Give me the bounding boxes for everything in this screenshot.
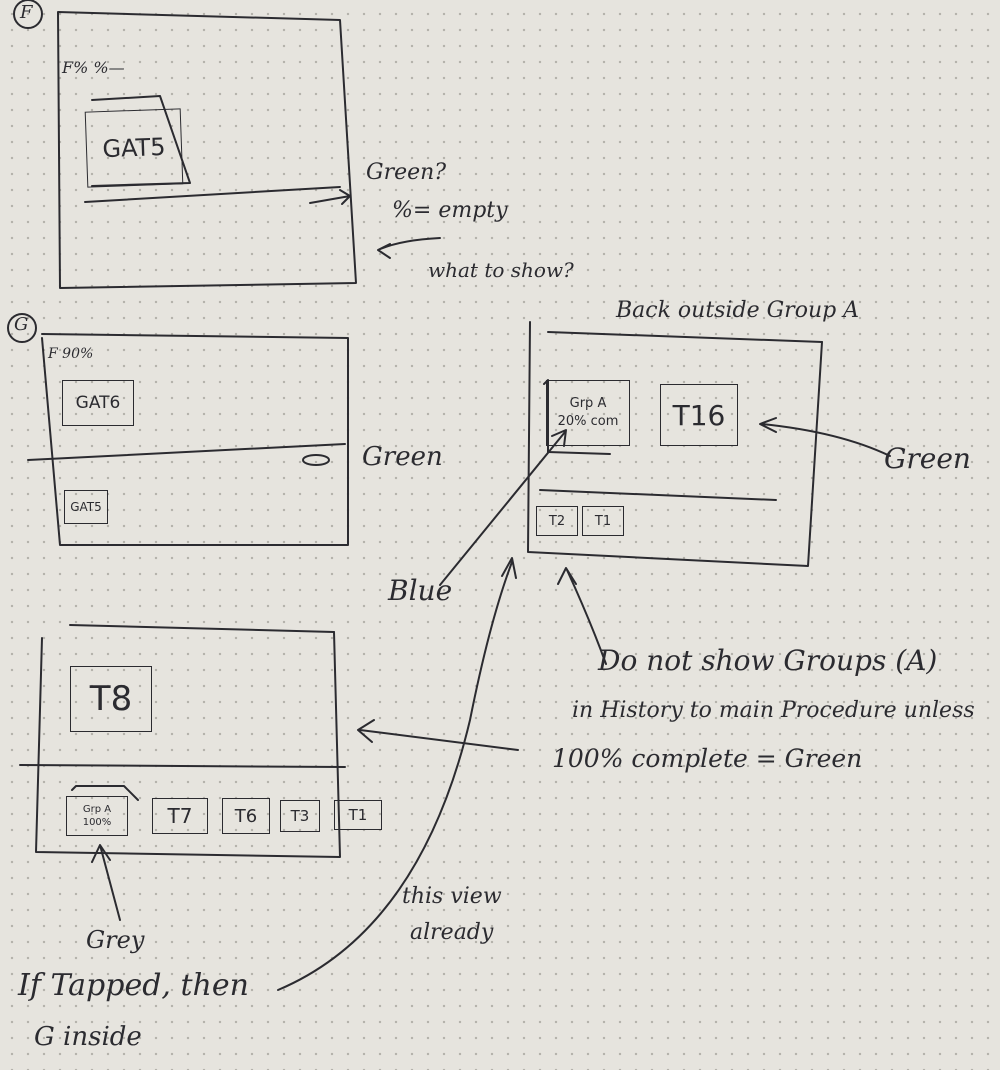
group-a-tile-t1: T1 — [582, 506, 624, 536]
group-a-top-line — [547, 331, 823, 343]
group-a-blue-arrow — [439, 429, 567, 586]
history-note-view: this view — [402, 884, 502, 909]
sketch-g-tile-top: GAT6 — [62, 380, 134, 426]
sketch-g-divider — [27, 443, 346, 461]
sketch-f-label: F — [20, 2, 33, 23]
sketch-g-frame — [41, 333, 349, 546]
sketch-f-tile-shadow — [91, 95, 191, 187]
sketch-f-note-arrow — [309, 189, 351, 205]
group-a-note-green: Green — [884, 442, 971, 475]
history-already-arrow — [277, 557, 517, 991]
history-note-already: already — [410, 920, 494, 945]
group-a-divider — [539, 489, 777, 501]
history-divider — [19, 764, 346, 768]
group-a-tile-t2: T2 — [536, 506, 578, 536]
history-tile-t8: T8 — [70, 666, 152, 732]
history-group-tile: Grp A 100% — [66, 796, 128, 836]
history-group-stack — [71, 785, 139, 801]
sketch-g-label: G — [14, 314, 29, 335]
history-note-inside: G inside — [34, 1022, 142, 1052]
history-note-tapped: If Tapped, then — [18, 968, 249, 1003]
group-a-group-tile: Grp A 20% com — [546, 380, 630, 446]
group-a-group-tile-line1: Grp A — [569, 396, 607, 411]
history-frame — [35, 631, 341, 858]
sketch-f-note-what: what to show? — [428, 258, 574, 282]
group-a-green-arrow — [759, 417, 891, 457]
history-tile-t3: T3 — [280, 800, 320, 832]
group-a-note-do-not: Do not show Groups (A) — [598, 644, 938, 677]
history-arrow-left — [357, 719, 519, 751]
history-group-tile-line2: 100% — [82, 817, 112, 828]
group-a-frame — [527, 321, 823, 567]
sketch-g-marker — [302, 454, 330, 466]
group-a-note-complete: 100% complete = Green — [552, 744, 863, 773]
group-a-note-history: in History to main Procedure unless — [572, 698, 975, 723]
sketch-f-note-green: Green? — [366, 160, 447, 185]
sketch-g-header-text: F 90% — [48, 346, 94, 362]
sketch-g-note-green: Green — [362, 442, 443, 472]
history-note-grey: Grey — [86, 926, 145, 954]
group-a-tile-t16: T16 — [660, 384, 738, 446]
sketch-f-what-arrow — [377, 237, 441, 259]
history-tile-t1: T1 — [334, 800, 382, 830]
sketch-f-header-text: F% %— — [62, 58, 125, 77]
group-a-do-not-arrow — [557, 567, 607, 665]
history-top-line — [69, 624, 335, 633]
group-a-title: Back outside Group A — [616, 298, 860, 323]
group-a-group-tile-line2: 20% com — [557, 414, 619, 429]
sketch-f-note-empty: %= empty — [392, 198, 508, 223]
history-arrow-up — [91, 844, 121, 921]
sketch-f-divider — [84, 186, 341, 203]
sketch-f-tile: GAT5 — [84, 108, 184, 188]
history-group-tile-line1: Grp A — [82, 804, 112, 815]
history-tile-t6: T6 — [222, 798, 270, 834]
sketch-g-tile-bottom: GAT5 — [64, 490, 108, 524]
sketch-g-label-circle — [7, 313, 37, 343]
history-tile-t7: T7 — [152, 798, 208, 834]
sketch-f-label-circle — [13, 0, 43, 29]
group-a-note-blue: Blue — [388, 574, 453, 607]
sketch-f-frame — [57, 11, 357, 289]
